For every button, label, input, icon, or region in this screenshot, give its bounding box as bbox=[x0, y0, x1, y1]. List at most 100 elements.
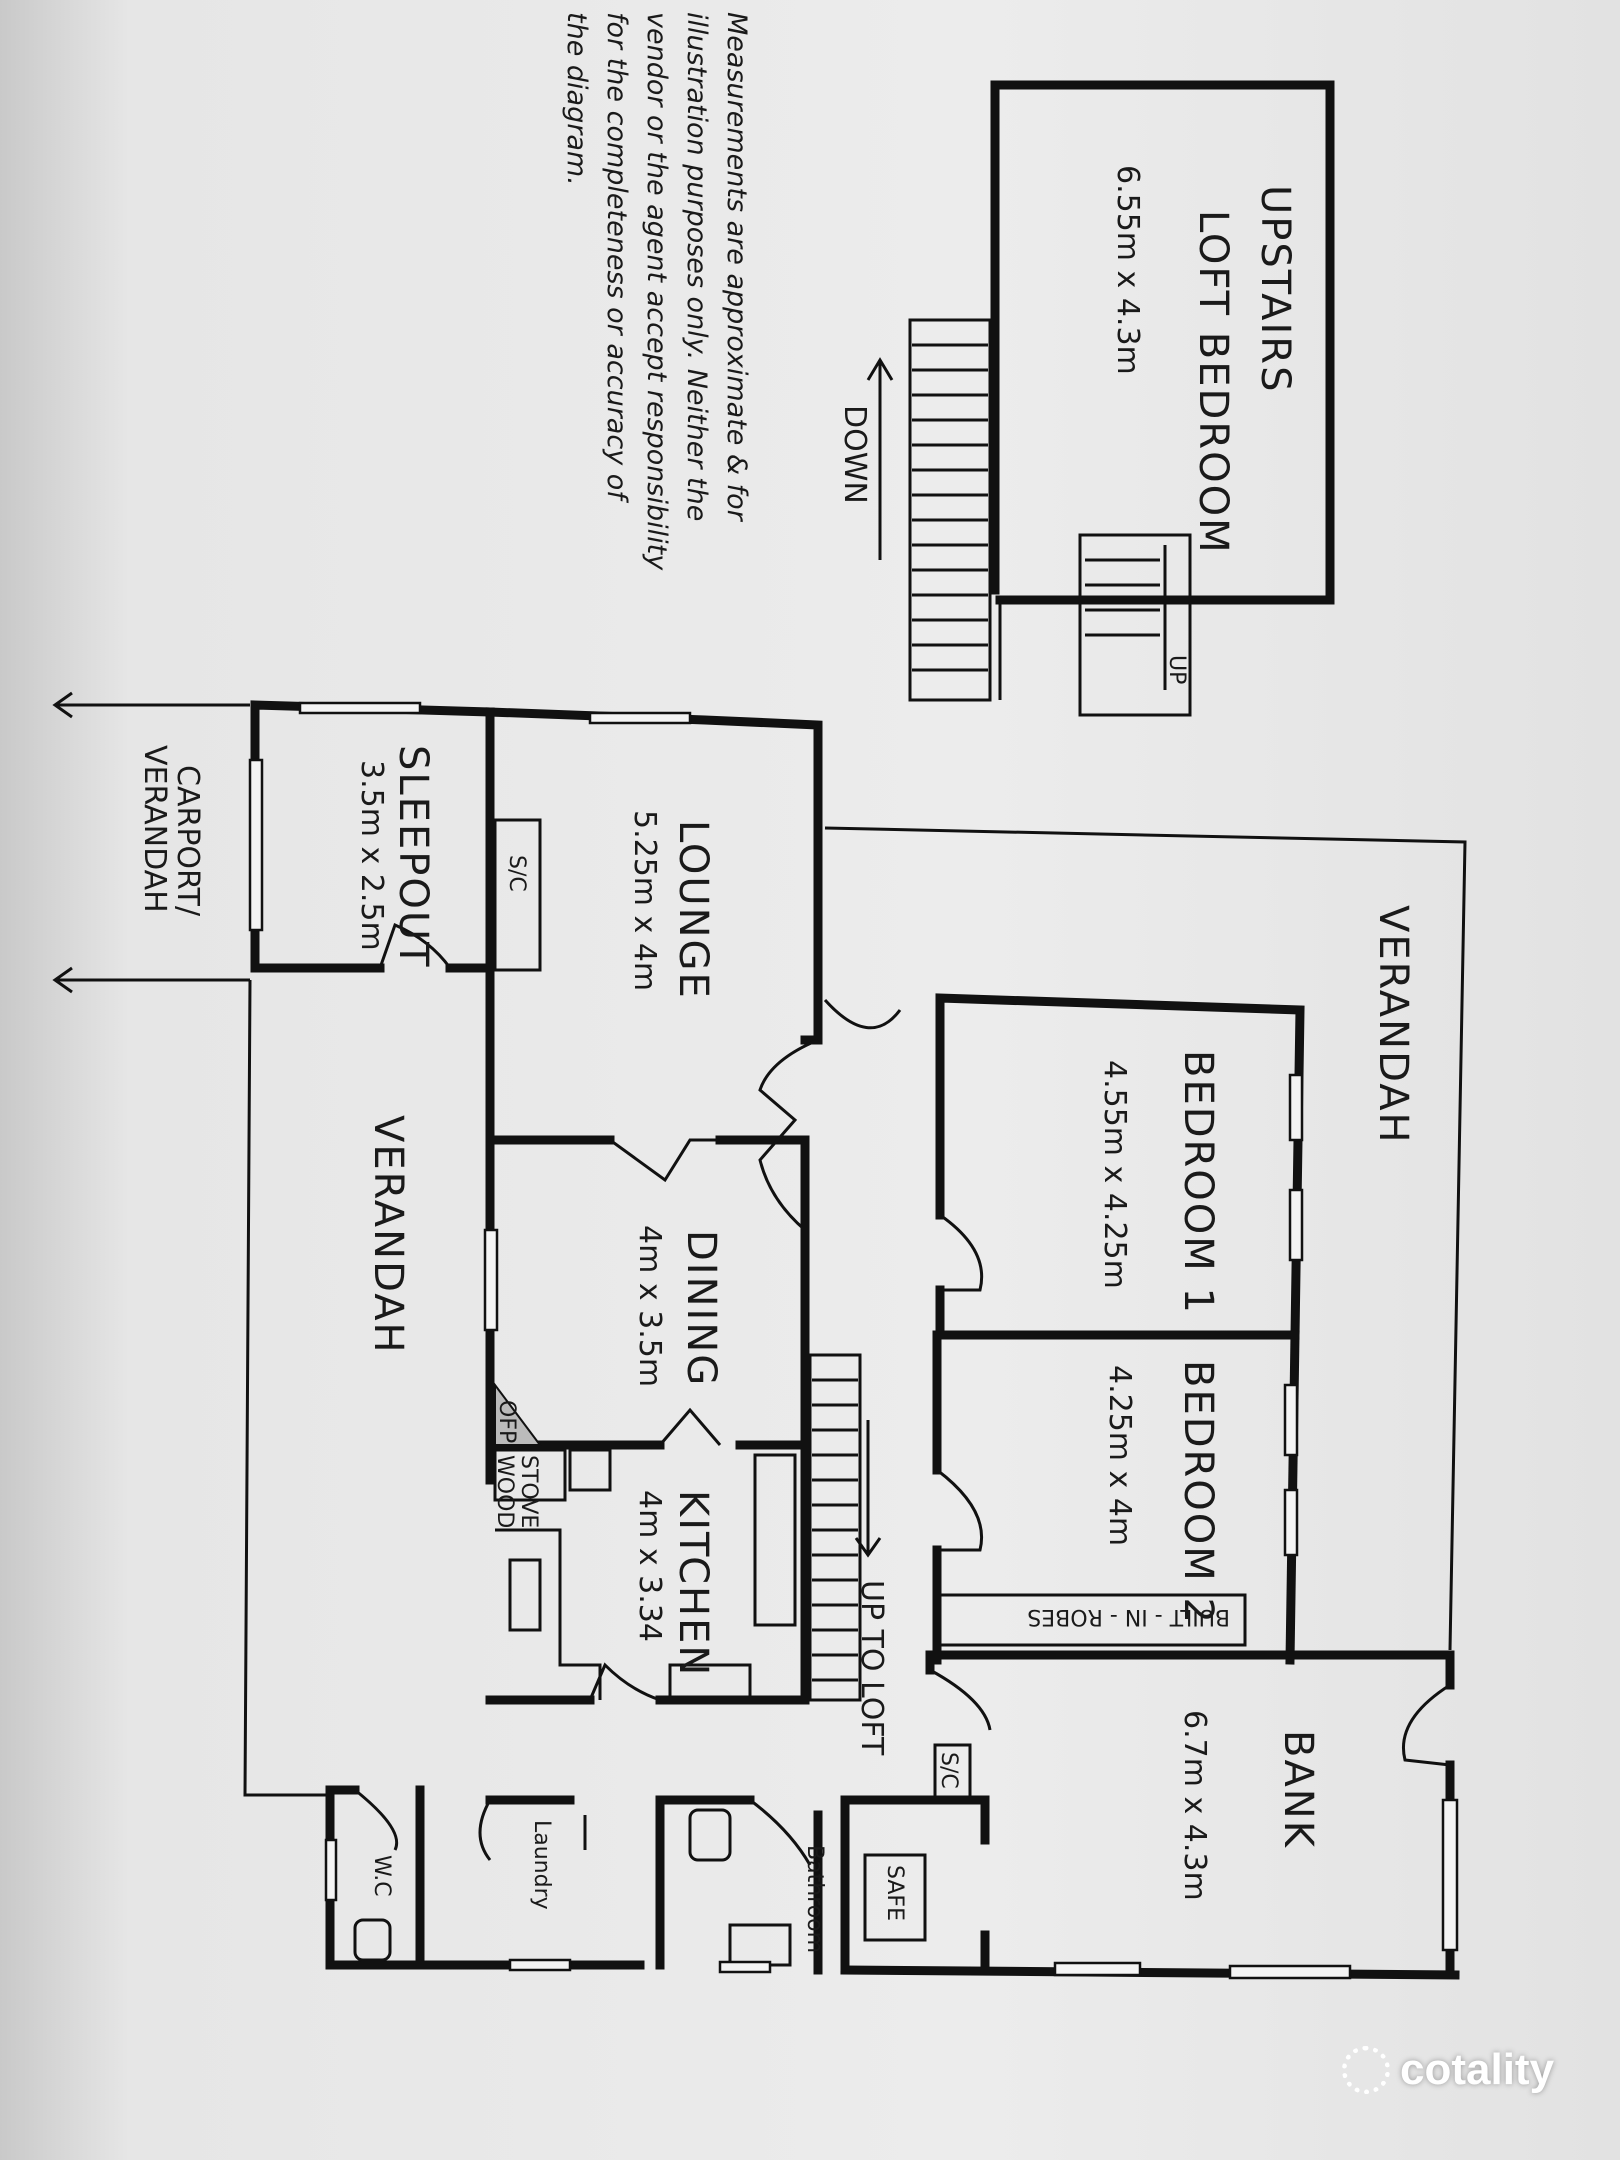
carport-label-2: VERANDAH bbox=[137, 745, 172, 913]
lounge-sc: S/C bbox=[504, 855, 529, 892]
bank-front-door bbox=[1402, 1683, 1451, 1767]
bank-window-east bbox=[1441, 1798, 1459, 1952]
loft-up-label: UP bbox=[1164, 655, 1189, 684]
carport-arrows: CARPORT/ VERANDAH bbox=[52, 691, 250, 994]
bank-dims: 6.7m x 4.3m bbox=[1177, 1710, 1212, 1901]
sleepout-window-top bbox=[298, 701, 422, 715]
bedroom2-name: BEDROOM 2 bbox=[1175, 1360, 1221, 1625]
lounge-dims: 5.25m x 4m bbox=[627, 810, 662, 991]
loft-stair-up bbox=[1078, 533, 1192, 717]
built-in-robes bbox=[938, 1593, 1247, 1647]
sleepout-window bbox=[248, 758, 264, 932]
bedroom1-name: BEDROOM 1 bbox=[1175, 1050, 1221, 1315]
verandah-left-outline bbox=[243, 979, 330, 1797]
main-stair-treads bbox=[812, 1378, 858, 1682]
wc-toilet bbox=[353, 1918, 392, 1962]
kitchen-name: KITCHEN bbox=[670, 1490, 716, 1677]
loft-stair-treads bbox=[912, 343, 988, 672]
wood-stove-2: STOVE bbox=[516, 1455, 541, 1528]
stairs-arrowhead bbox=[854, 1537, 882, 1558]
loft-down-arrowhead bbox=[866, 357, 894, 381]
wood-stove-1: WOOD bbox=[492, 1455, 517, 1528]
disclaimer-note: Measurements are approximate & for illus… bbox=[561, 12, 752, 571]
ofp-label: OFP bbox=[494, 1400, 519, 1443]
laundry-label: Laundry bbox=[529, 1820, 554, 1910]
bank-south-wall bbox=[840, 1965, 1460, 1980]
robes-label: BUILT - IN - ROBES bbox=[1027, 1604, 1230, 1629]
dining-name: DINING bbox=[678, 1230, 724, 1387]
bank-name: BANK bbox=[1275, 1730, 1321, 1849]
bedroom2-door bbox=[936, 1468, 984, 1552]
sleepout-name: SLEEPOUT bbox=[390, 745, 436, 969]
kitchen-sink bbox=[508, 1558, 542, 1632]
laundry-door bbox=[478, 1799, 492, 1861]
bath-door bbox=[749, 1798, 812, 1866]
laundry-window bbox=[508, 1958, 572, 1972]
bedroom2-dims: 4.25m x 4m bbox=[1102, 1365, 1137, 1546]
cotality-logo-text: cotality bbox=[1400, 2045, 1555, 2094]
note-line-4: for the completeness or accuracy of bbox=[601, 12, 632, 503]
lounge-sc-box bbox=[493, 818, 542, 972]
bank-sc-box bbox=[933, 1743, 972, 1802]
bedroom2-window-a bbox=[1283, 1383, 1299, 1457]
hall-doors bbox=[758, 1038, 819, 1232]
note-line-3: vendor or the agent accept responsibilit… bbox=[641, 12, 672, 571]
lounge-bifold-door bbox=[609, 1138, 720, 1183]
dining-dims: 4m x 3.5m bbox=[632, 1225, 667, 1387]
wc-label: W.C bbox=[369, 1855, 394, 1897]
bedroom1-window-a bbox=[1288, 1073, 1304, 1142]
wc-window bbox=[324, 1838, 338, 1902]
main-house: S/C OFP WOOD STOVE bbox=[243, 700, 1467, 1980]
wc-door bbox=[354, 1788, 399, 1851]
note-line-1: Measurements are approximate & for bbox=[721, 12, 752, 523]
bank-door-hall bbox=[929, 1668, 992, 1731]
safe-box bbox=[863, 1853, 927, 1942]
loft-down-label: DOWN bbox=[837, 405, 872, 504]
note-line-2: illustration purposes only. Neither the bbox=[681, 12, 712, 521]
sleepout-dims: 3.5m x 2.5m bbox=[354, 760, 389, 951]
cotality-logo: cotality bbox=[1342, 2040, 1602, 2100]
toilet-bath bbox=[688, 1808, 732, 1862]
bathroom-label: Bathroom bbox=[802, 1845, 827, 1953]
loft-plan: UPSTAIRS LOFT BEDROOM 6.55m x 4.3m DOWN … bbox=[837, 80, 1335, 717]
loft-title-1: UPSTAIRS bbox=[1252, 185, 1298, 393]
main-stairs bbox=[808, 1353, 862, 1702]
safe-label: SAFE bbox=[882, 1865, 907, 1921]
stairs-label: UP TO LOFT bbox=[854, 1580, 889, 1756]
carport-label-1: CARPORT/ bbox=[170, 765, 205, 917]
bedroom1-door bbox=[939, 1213, 984, 1292]
verandah-left-name: VERANDAH bbox=[365, 1115, 411, 1355]
dining-kitchen-door bbox=[658, 1407, 722, 1446]
bedroom1-window-b bbox=[1288, 1188, 1304, 1262]
bedroom1-dims: 4.55m x 4.25m bbox=[1097, 1060, 1132, 1289]
sleepout-door bbox=[378, 922, 452, 969]
bath-window bbox=[718, 1960, 772, 1974]
loft-title-2: LOFT BEDROOM bbox=[1190, 210, 1236, 555]
loft-stair-down bbox=[908, 318, 992, 702]
dining-window bbox=[483, 1228, 499, 1332]
bank-window-south-b bbox=[1228, 1964, 1352, 1980]
bedroom1-walls bbox=[935, 993, 1305, 1340]
kitchen-dims: 4m x 3.34 bbox=[632, 1490, 667, 1642]
ofp-corner bbox=[494, 1382, 542, 1446]
loft-dims: 6.55m x 4.3m bbox=[1110, 165, 1145, 375]
bedroom2-window-b bbox=[1283, 1488, 1299, 1557]
loft-walls bbox=[990, 80, 1335, 605]
bank-window-south-a bbox=[1053, 1961, 1142, 1977]
lounge-name: LOUNGE bbox=[670, 820, 716, 1000]
bank-sc: S/C bbox=[936, 1752, 961, 1789]
wood-stove bbox=[493, 1448, 567, 1502]
cooktop bbox=[568, 1448, 612, 1492]
bath-shower bbox=[728, 1923, 792, 1967]
loft-up-treads bbox=[1085, 558, 1160, 637]
kitchen-bench-right bbox=[753, 1453, 797, 1627]
kitchen-bench-bottom bbox=[668, 1663, 752, 1702]
note-line-5: the diagram. bbox=[561, 12, 592, 186]
cotality-logo-icon bbox=[1342, 2046, 1390, 2094]
lounge-window bbox=[588, 711, 692, 725]
verandah-right-outline bbox=[824, 826, 1467, 1651]
hall-door-2 bbox=[823, 998, 902, 1030]
kitchen-door bbox=[588, 1662, 661, 1702]
